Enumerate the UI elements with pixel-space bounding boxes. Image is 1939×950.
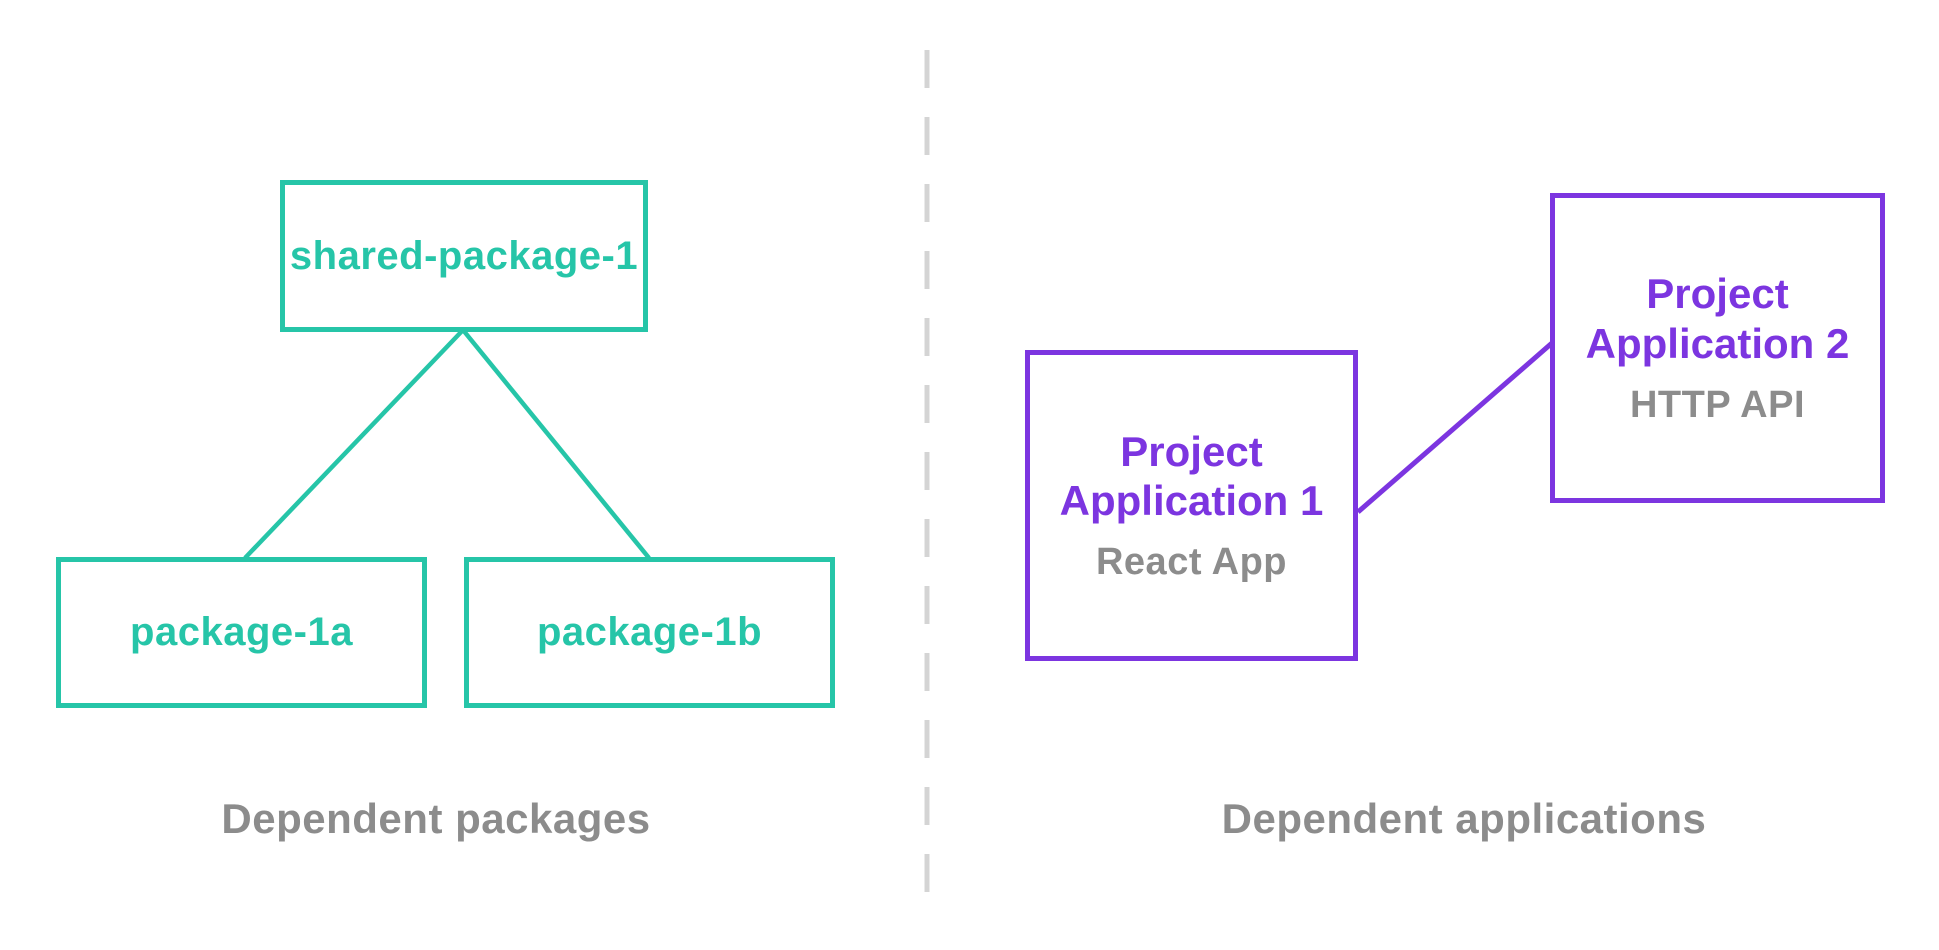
project-application-1-subtitle: React App [1095, 541, 1287, 584]
package-1a-label: package-1a [130, 610, 353, 654]
package-1b-label: package-1b [536, 610, 763, 654]
package-1a-box: package-1a [56, 557, 427, 708]
edge-app1-to-app2 [1356, 341, 1554, 514]
project-application-1-box: Project Application 1 React App [1025, 350, 1358, 661]
project-application-2-box: Project Application 2 HTTP API [1550, 193, 1885, 503]
shared-package-1-box: shared-package-1 [280, 180, 648, 332]
right-section-caption: Dependent applications [1221, 795, 1707, 842]
left-section-caption: Dependent packages [221, 795, 651, 842]
project-application-1-title: Project Application 1 [1059, 427, 1324, 524]
shared-package-1-label: shared-package-1 [289, 233, 639, 278]
project-application-2-subtitle: HTTP API [1629, 383, 1806, 426]
project-application-2-title: Project Application 2 [1585, 270, 1850, 367]
edge-shared-to-package-1b [461, 328, 651, 560]
package-1b-box: package-1b [464, 557, 835, 708]
edge-shared-to-package-1a [243, 328, 465, 560]
